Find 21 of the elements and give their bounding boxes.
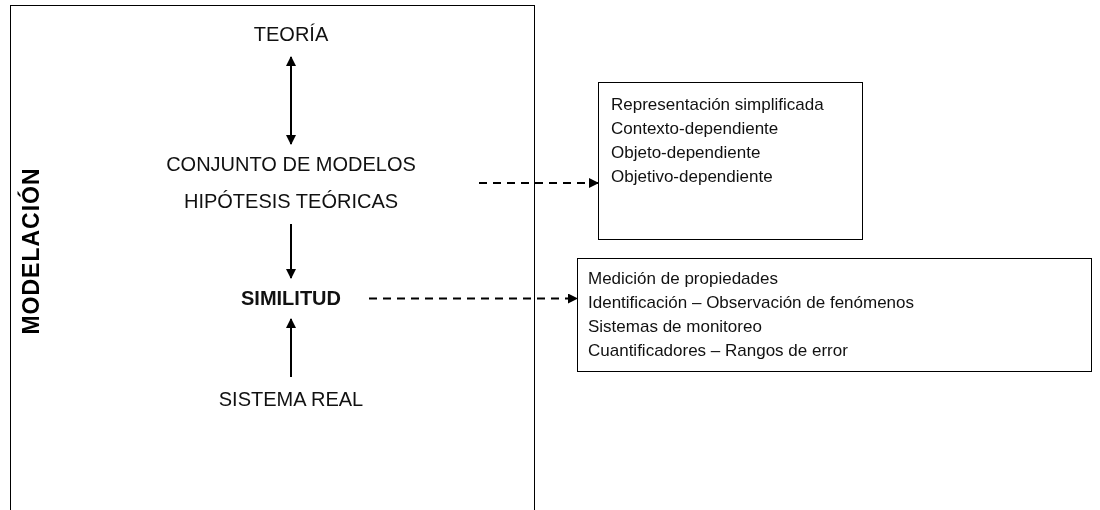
arrow <box>478 178 599 188</box>
list-item: Objetivo-dependiente <box>611 166 774 188</box>
arrow <box>286 56 296 145</box>
concept-label: SIMILITUD <box>221 280 361 317</box>
list-item: Medición de propiedades <box>588 268 779 290</box>
list-item: Contexto-dependiente <box>611 118 780 140</box>
concept-label: SISTEMA REAL <box>201 381 381 418</box>
list-item: Cuantificadores – Rangos de error <box>588 340 849 362</box>
list-item: Representación simplificada <box>611 94 825 116</box>
note-box <box>598 82 863 240</box>
list-item: Sistemas de monitoreo <box>588 316 763 338</box>
arrow <box>368 293 578 304</box>
list-item: Objeto-dependiente <box>611 142 762 164</box>
list-item: Identificación – Observación de fenómenos <box>588 292 916 314</box>
concept-label: TEORÍA <box>231 16 351 53</box>
frame-box <box>10 5 535 510</box>
arrow <box>286 223 296 279</box>
concept-label: CONJUNTO DE MODELOS HIPÓTESIS TEÓRICAS <box>111 146 471 220</box>
vertical-title: MODELACIÓN <box>17 167 45 335</box>
arrow <box>286 318 296 378</box>
note-box <box>577 258 1092 372</box>
